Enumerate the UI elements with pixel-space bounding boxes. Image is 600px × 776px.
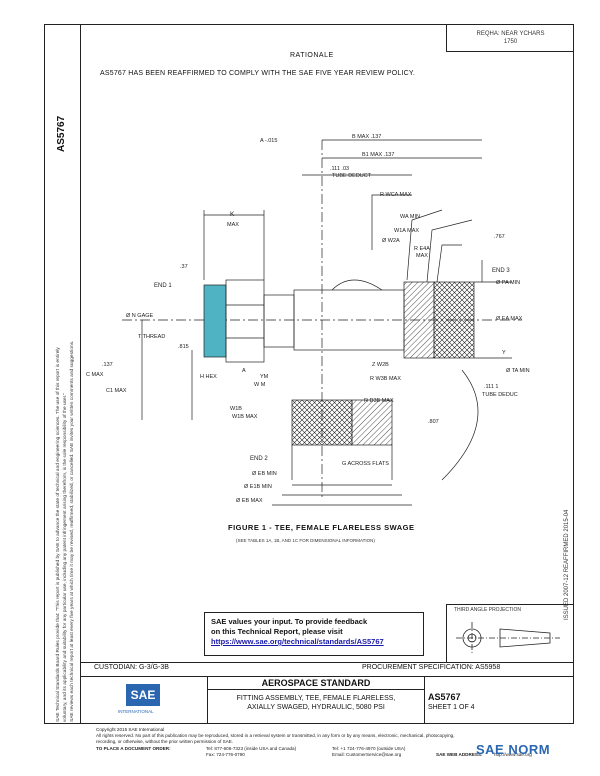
sae-logo: SAE xyxy=(126,684,160,706)
dim-c815: .815 xyxy=(178,344,189,350)
sae-logo-sub: INTERNATIONAL xyxy=(118,709,154,714)
procurement-spec: PROCUREMENT SPECIFICATION: AS5958 xyxy=(362,664,501,671)
footer-web[interactable]: http://www.sae.org xyxy=(494,751,532,757)
dim-pa-min: Ø PA MIN xyxy=(496,280,520,286)
dim-c1-max: C1 MAX xyxy=(106,388,127,394)
dim-807: .807 xyxy=(428,419,439,425)
rationale-text: AS5767 HAS BEEN REAFFIRMED TO COMPLY WIT… xyxy=(100,70,415,77)
dim-767: .767 xyxy=(494,234,505,240)
dim-r-e4a: R E4A xyxy=(414,246,430,252)
standard-description: FITTING ASSEMBLY, TEE, FEMALE FLARELESS,… xyxy=(208,694,424,712)
dim-l-tube: .111 .03 xyxy=(330,166,349,172)
technical-drawing: A -.015 B MAX .137 B1 MAX .137 .111 .03 … xyxy=(86,134,530,506)
rationale-title: RATIONALE xyxy=(290,52,334,59)
label-end1: END 1 xyxy=(154,283,172,289)
doc-number-cell xyxy=(424,676,574,724)
sidebar-legal-line3: SAE reviews each technical report at lea… xyxy=(70,340,75,722)
header-info-line2: 1750 xyxy=(503,39,518,45)
footer-order-label: TO PLACE A DOCUMENT ORDER: xyxy=(96,745,171,751)
dim-max: MAX xyxy=(416,253,428,259)
dim-c111: .111 1 xyxy=(484,384,498,390)
dim-tube-deduct: TUBE DEDUCT xyxy=(332,173,372,179)
dim-e1b-min: Ø E1B MIN xyxy=(244,484,272,490)
page-frame xyxy=(44,24,574,724)
dim-ea-max: Ø EA MAX xyxy=(496,316,523,322)
footer-order-tel2: Tel: +1 724-776-4970 (outside USA) xyxy=(332,745,406,751)
label-end2: END 2 xyxy=(250,456,268,462)
footer-order-email: Email: CustomerService@sae.org xyxy=(332,751,402,757)
projection-symbol-icon xyxy=(456,622,560,654)
footer-line1: Copyright 2015 SAE International xyxy=(96,727,165,732)
sidebar-legal-line2: voluntary, and its applicability and sui… xyxy=(63,392,68,722)
dim-eb-min: Ø EB MIN xyxy=(252,471,277,477)
footer-order-row2: Fax: 724-776-0790 Email: CustomerService… xyxy=(96,752,566,758)
sheet-number: SHEET 1 OF 4 xyxy=(428,704,475,711)
footer-order-fax: Fax: 724-776-0790 xyxy=(206,751,245,757)
dim-h-hex: H HEX xyxy=(200,374,217,380)
dim-c137: .137 xyxy=(102,362,113,368)
feedback-line1: SAE values your input. To provide feedba… xyxy=(211,617,368,626)
dim-owa: Ø W2A xyxy=(382,238,400,244)
figure-note: (SEE TABLES 1A, 1B, AND 1C FOR DIMENSION… xyxy=(236,538,375,543)
standard-title: AEROSPACE STANDARD xyxy=(208,676,424,690)
label-a: A xyxy=(242,368,246,374)
feedback-link[interactable]: https://www.sae.org/technical/standards/… xyxy=(211,637,384,646)
sidebar-doc-id: AS5767 xyxy=(56,115,67,152)
header-info-box: REQHA: NEAR YCHARS 1750 xyxy=(446,24,574,52)
dim-w1b-max: W1B MAX xyxy=(232,414,258,420)
dim-a015: A -.015 xyxy=(260,138,277,144)
dim-w1a-max: W1A MAX xyxy=(394,228,419,234)
projection-label: THIRD ANGLE PROJECTION xyxy=(454,607,521,613)
title-block-mid-rule xyxy=(80,676,574,677)
standard-desc-line2: AXIALLY SWAGED, HYDRAULIC, 5080 PSI xyxy=(247,704,385,711)
header-info-line1: REQHA: NEAR YCHARS xyxy=(476,31,545,37)
doc-number: AS5767 xyxy=(428,692,461,702)
footer-web-label: SAE WEB ADDRESS: xyxy=(436,751,483,757)
dim-z-w2b: Z W2B xyxy=(372,362,389,368)
watermark-logo: SAE NORM xyxy=(476,742,551,757)
footer-line3: recording, or otherwise, without the pri… xyxy=(96,739,234,745)
dim-tube-deduct2: TUBE DEDUC xyxy=(482,392,518,398)
custodian: CUSTODIAN: G-3/G-3B xyxy=(94,664,169,671)
dim-g-flats: G ACROSS FLATS xyxy=(342,461,389,467)
footer-order-row: TO PLACE A DOCUMENT ORDER: Tel: 877-606-… xyxy=(96,746,566,752)
dim-c-max: C MAX xyxy=(86,372,104,378)
dim-k: K xyxy=(230,211,235,218)
figure-caption: FIGURE 1 - TEE, FEMALE FLARELESS SWAGE xyxy=(228,523,415,532)
dim-37: .37 xyxy=(180,264,188,270)
dim-bmax: B MAX .137 xyxy=(352,134,381,140)
feedback-box: SAE values your input. To provide feedba… xyxy=(204,612,424,656)
logo-cell xyxy=(80,676,208,724)
dim-w1b: W1B xyxy=(230,406,242,412)
sidebar-legal-line1: SAE Technical Standards Board Rules prov… xyxy=(56,347,61,722)
dim-ym: YM xyxy=(260,374,269,380)
dim-wm: W M xyxy=(254,382,266,388)
footer: Copyright 2015 SAE International All rig… xyxy=(96,727,566,758)
dim-eb-max: Ø EB MAX xyxy=(236,498,263,504)
dim-rwa-max: R WCA MAX xyxy=(380,192,412,198)
feedback-line2: on this Technical Report, please visit xyxy=(211,627,343,636)
projection-box xyxy=(446,604,574,662)
dim-y: Y xyxy=(502,350,506,356)
standard-desc-line1: FITTING ASSEMBLY, TEE, FEMALE FLARELESS, xyxy=(236,695,396,702)
dim-r-w3b: R W3B MAX xyxy=(370,376,401,382)
footer-line2: All rights reserved. No part of this pub… xyxy=(96,733,455,739)
label-end3: END 3 xyxy=(492,268,510,274)
dim-wa-min: WA MIN xyxy=(400,214,420,220)
dim-ta-min: Ø TA MIN xyxy=(506,368,530,374)
dim-n-gage: Ø N GAGE xyxy=(126,313,154,319)
sidebar-divider xyxy=(80,24,81,724)
dim-b1max: B1 MAX .137 xyxy=(362,152,394,158)
dim-t-thread: T THREAD xyxy=(138,334,165,340)
dim-kmax: MAX xyxy=(227,222,239,228)
dim-r-d3b: R D3B MAX xyxy=(364,398,394,404)
title-block-top-rule xyxy=(80,662,574,663)
footer-order-tel: Tel: 877-606-7323 (inside USA and Canada… xyxy=(206,745,297,751)
